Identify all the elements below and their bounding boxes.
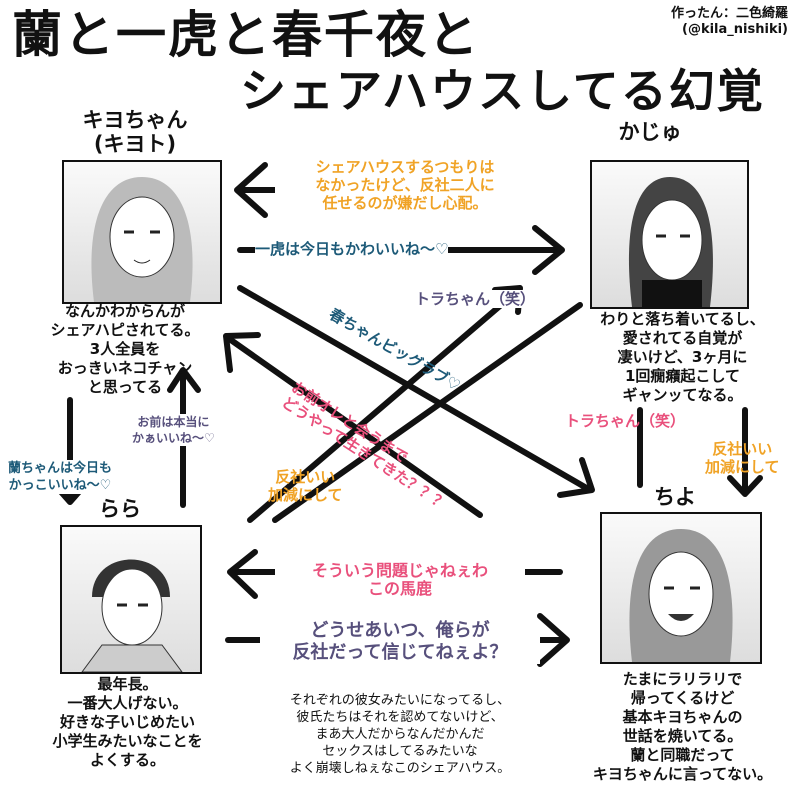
label-kiyo-to-rara: 蘭ちゃんは今日も かっこいいね～♡ — [8, 460, 113, 494]
kaju-portrait — [590, 160, 749, 309]
desc-line: おっきいネコチャン — [57, 359, 193, 377]
kiyo-description: なんかわからんが シェアハピされてる。 3人全員を おっきいネコチャン と思って… — [20, 302, 230, 397]
label-line: 任せるのが嫌だし心配。 — [322, 194, 488, 212]
label-line: 蘭ちゃんは今日も — [8, 461, 113, 476]
label-line: 反社いい — [275, 468, 336, 486]
footnote: それぞれの彼女みたいになってるし、 彼氏たちはそれを認めてないけど、 まあ大人だ… — [255, 692, 545, 777]
desc-line: 基本キヨちゃんの — [622, 708, 743, 726]
desc-line: 好きな子いじめたい — [59, 713, 195, 731]
label-line: かっこいいね～♡ — [8, 478, 112, 493]
rara-name: らら — [99, 497, 141, 521]
label-line: なかったけど、反社二人に — [315, 176, 495, 194]
footnote-line: それぞれの彼女みたいになってるし、 — [289, 693, 511, 708]
desc-line: よくする。 — [89, 751, 165, 769]
label-line: お前は本当に — [137, 415, 210, 429]
kaju-name: かじゅ — [618, 120, 682, 144]
label-kaju-to-chiyo: 反社いい 加減にして — [705, 440, 780, 476]
desc-line: シェアハピされてる。 — [50, 321, 200, 339]
label-kiyo-to-kaju: 一虎は今日もかわいいね～♡ — [255, 240, 449, 258]
label-line: 加減にして — [705, 458, 780, 476]
kaju-description: わりと落ち着いてるし、 愛されてる自覚が 凄いけど、3ヶ月に 1回癇癪起こして … — [575, 310, 790, 405]
label-rara-to-chiyo: どうせあいつ、俺らが 反社だって信じてねぇよ？ — [260, 620, 540, 664]
desc-line: ギャンッてなる。 — [622, 386, 743, 404]
credit: 作ったん：二色綺羅 (@kila_nishiki) — [671, 6, 788, 38]
title-line-1: 蘭と一虎と春千夜と — [12, 6, 480, 64]
footnote-line: よく崩壊しねぇなこのシェアハウス。 — [289, 761, 511, 776]
label-line: 加減にして — [268, 486, 343, 504]
desc-line: 世話を焼いてる。 — [622, 727, 743, 745]
desc-line: なんかわからんが — [64, 302, 185, 320]
label-line: どうせあいつ、俺らが — [310, 620, 490, 641]
desc-line: 3人全員を — [89, 340, 161, 358]
label-chiyo-to-rara: そういう問題じゃねぇわ この馬鹿 — [275, 562, 525, 598]
desc-line: 一番大人げない。 — [67, 694, 188, 712]
desc-line: 愛されてる自覚が — [622, 329, 743, 347]
footnote-line: セックスはしてるみたいな — [322, 744, 478, 759]
rara-portrait — [60, 525, 202, 674]
desc-line: 凄いけど、3ヶ月に — [617, 348, 748, 366]
kiyo-portrait — [62, 160, 222, 304]
footnote-line: まあ大人だからなんだかんだ — [315, 727, 485, 742]
desc-line: 帰ってくるけど — [630, 689, 735, 707]
desc-line: 蘭と同職だって — [630, 746, 735, 764]
label-rara-to-kaju: トラちゃん（笑） — [415, 290, 536, 308]
desc-line: 小学生みたいなことを — [52, 732, 203, 750]
label-line: シェアハウスするつもりは — [315, 158, 495, 176]
desc-line: 最年長。 — [97, 675, 158, 693]
footnote-line: 彼氏たちはそれを認めてないけど、 — [296, 710, 504, 725]
label-line: 反社いい — [712, 440, 773, 458]
desc-line: たまにラリラリで — [622, 670, 743, 688]
title-line-2: シェアハウスしてる幻覚 — [240, 64, 765, 118]
arrow-kaju-to-rara — [272, 302, 583, 523]
desc-line: キヨちゃんに言ってない。 — [592, 765, 773, 783]
label-line: この馬鹿 — [367, 579, 432, 598]
credit-handle: (@kila_nishiki) — [682, 22, 788, 37]
label-line: 反社だって信じてねぇよ？ — [292, 642, 508, 663]
chiyo-portrait — [600, 512, 762, 664]
label-rara-to-kiyo: お前は本当に かぁいいね～♡ — [132, 414, 215, 446]
desc-line: と思ってる — [87, 378, 163, 396]
chiyo-description: たまにラリラリで 帰ってくるけど 基本キヨちゃんの 世話を焼いてる。 蘭と同職だ… — [570, 670, 795, 784]
desc-line: わりと落ち着いてるし、 — [600, 310, 765, 328]
credit-author: 作ったん：二色綺羅 — [670, 6, 788, 21]
kiyo-name-main: キヨちゃん — [82, 108, 188, 132]
chiyo-name: ちよ — [654, 485, 696, 509]
rara-description: 最年長。 一番大人げない。 好きな子いじめたい 小学生みたいなことを よくする。 — [20, 675, 235, 770]
label-kaju-to-rara: 反社いい 加減にして — [268, 468, 343, 504]
label-line: そういう問題じゃねぇわ — [311, 561, 488, 580]
kiyo-name: キヨちゃん (キヨト) — [60, 108, 210, 156]
desc-line: 1回癇癪起こして — [625, 367, 740, 385]
label-kaju-to-kiyo: シェアハウスするつもりは なかったけど、反社二人に 任せるのが嫌だし心配。 — [275, 158, 535, 212]
arrow-kaju-to-chiyo — [727, 407, 763, 497]
label-line: かぁいいね～♡ — [132, 431, 215, 445]
arrow-kiyo-to-chiyo — [237, 285, 595, 498]
kiyo-name-alt: (キヨト) — [93, 132, 177, 156]
label-chiyo-to-kaju: トラちゃん（笑） — [565, 412, 686, 430]
arrow-chiyo-to-kiyo — [223, 332, 483, 518]
